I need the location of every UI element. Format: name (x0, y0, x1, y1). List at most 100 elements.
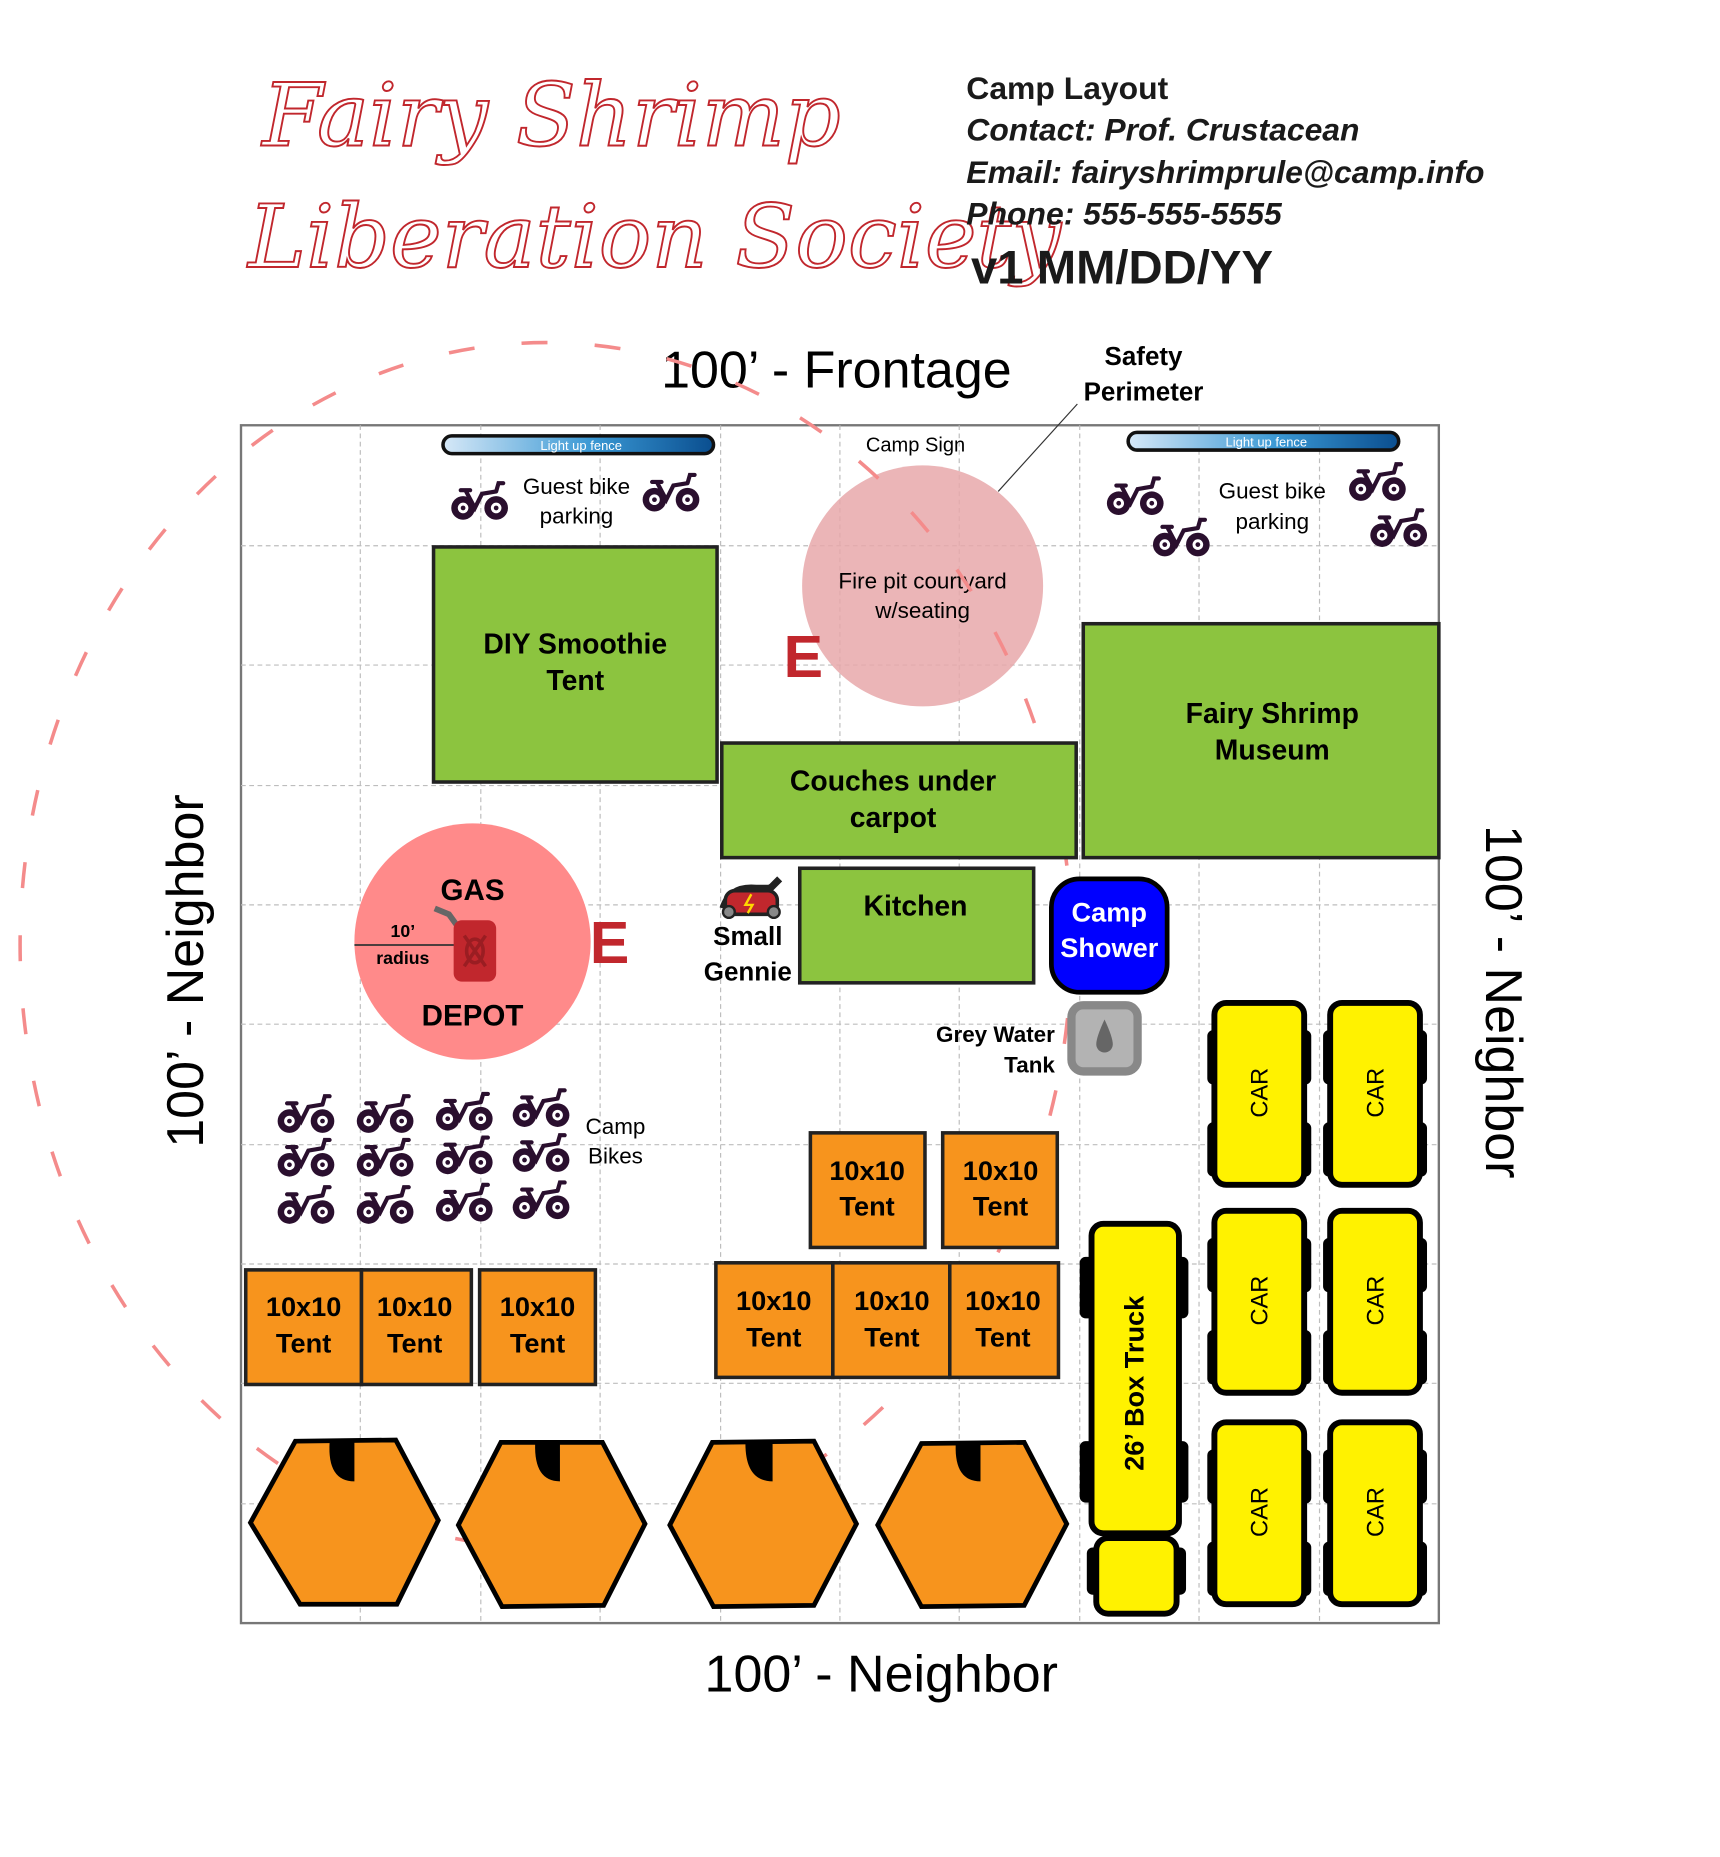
fire-pit-label-1: Fire pit courtyard (838, 568, 1006, 593)
light-up-fence-right[interactable]: Light up fence (1126, 430, 1401, 452)
shower-label-1: Camp (1072, 896, 1147, 927)
tent-label: Tent (276, 1328, 331, 1359)
logo: Fairy Shrimp Liberation Society (245, 63, 1063, 289)
camp-bikes[interactable]: Camp Bikes (278, 1090, 646, 1223)
car-label: CAR (1363, 1276, 1389, 1326)
guest-bike-label-2: parking (1235, 509, 1309, 534)
right-neighbor-label: 100’ - Neighbor (1474, 825, 1532, 1178)
frontage-label: 100’ - Frontage (661, 341, 1012, 399)
tent-label: Tent (510, 1328, 565, 1359)
guest-bike-label-1: Guest bike (523, 474, 630, 499)
tent-size: 10x10 (736, 1285, 812, 1316)
camp-bikes-label-1: Camp (586, 1114, 646, 1139)
fence-label: Light up fence (1226, 435, 1308, 450)
fire-pit-courtyard[interactable]: Fire pit courtyard w/seating (802, 465, 1044, 707)
radius-label-2: radius (376, 948, 429, 968)
gas-label: GAS (441, 874, 505, 907)
guest-bike-label-2: parking (540, 503, 614, 528)
grey-water-label-1: Grey Water (936, 1022, 1055, 1047)
safety-perimeter-leader (997, 403, 1078, 492)
car[interactable]: CAR (1323, 1419, 1428, 1608)
tent-label: Tent (864, 1322, 919, 1353)
car[interactable]: CAR (1207, 1207, 1312, 1396)
safety-perimeter-label-2: Perimeter (1084, 376, 1204, 406)
car-label: CAR (1248, 1487, 1274, 1537)
fire-pit-area (802, 465, 1044, 707)
small-generator[interactable]: Small Gennie (704, 876, 792, 987)
layout-title: Camp Layout (966, 70, 1168, 106)
hexayurt[interactable] (875, 1439, 1070, 1609)
door-icon (329, 1442, 355, 1482)
car-label: CAR (1363, 1487, 1389, 1537)
tent-10x10[interactable]: 10x10 Tent (808, 1131, 927, 1250)
generator-icon (719, 876, 783, 920)
tent-size: 10x10 (854, 1285, 930, 1316)
left-neighbor-label: 100’ - Neighbor (157, 794, 215, 1147)
box-truck[interactable]: 26’ Box Truck (1079, 1220, 1189, 1617)
guest-bike-parking-right[interactable]: Guest bike parking (1107, 464, 1427, 556)
tent-10x10[interactable]: 10x10 Tent (243, 1268, 364, 1387)
contact-name: Contact: Prof. Crustacean (966, 112, 1359, 148)
tent-10x10[interactable]: 10x10 Tent (940, 1131, 1060, 1250)
hexayurt[interactable] (247, 1437, 441, 1607)
couches-label-1: Couches under (790, 765, 996, 797)
hexayurt[interactable] (455, 1440, 648, 1609)
kitchen[interactable]: Kitchen (797, 866, 1036, 985)
tent-10x10-group: 10x10 Tent 10x10 Tent 10x10 Tent 10x10 T… (243, 1131, 1061, 1387)
door-icon (955, 1444, 981, 1482)
safety-perimeter-label-1: Safety (1105, 341, 1184, 371)
door-icon (745, 1443, 773, 1482)
tent-10x10[interactable]: 10x10 Tent (714, 1261, 835, 1380)
museum-label-2: Museum (1215, 735, 1330, 767)
camp-shower[interactable]: Camp Shower (1049, 876, 1170, 995)
couches-under-carport[interactable]: Couches under carpot (720, 741, 1078, 860)
tent-10x10[interactable]: 10x10 Tent (359, 1268, 474, 1387)
tent-size: 10x10 (829, 1155, 905, 1186)
hexayurt[interactable] (667, 1438, 860, 1609)
bottom-neighbor-label: 100’ - Neighbor (705, 1646, 1058, 1704)
car[interactable]: CAR (1323, 1207, 1428, 1396)
car[interactable]: CAR (1207, 1419, 1312, 1608)
tent-label: Tent (975, 1322, 1030, 1353)
door-icon (535, 1443, 560, 1482)
tent-size: 10x10 (266, 1291, 342, 1322)
gennie-label-2: Gennie (704, 956, 792, 986)
car-parking: CAR CAR CAR CAR CAR (1207, 999, 1428, 1608)
light-up-fence-left[interactable]: Light up fence (441, 434, 716, 456)
guest-bike-parking-left[interactable]: Guest bike parking (451, 474, 699, 529)
hexayurt-group (247, 1437, 1070, 1609)
camp-sign-label: Camp Sign (866, 434, 965, 456)
camp-bikes-label-2: Bikes (588, 1144, 643, 1169)
couches-label-2: carpot (850, 802, 937, 834)
tent-label: Tent (387, 1328, 442, 1359)
version-date: v1 MM/DD/YY (971, 242, 1273, 295)
car-label: CAR (1363, 1068, 1389, 1118)
exit-marker: E (784, 624, 823, 690)
gennie-label-1: Small (713, 921, 782, 951)
car[interactable]: CAR (1207, 999, 1312, 1188)
tent-label: Tent (973, 1191, 1028, 1222)
gas-can-icon (433, 905, 497, 982)
gas-depot[interactable]: GAS DEPOT 10’ radius (354, 823, 591, 1060)
car[interactable]: CAR (1323, 999, 1428, 1188)
diy-smoothie-tent[interactable]: DIY Smoothie Tent (431, 545, 719, 784)
contact-info: Camp Layout Contact: Prof. Crustacean Em… (966, 70, 1484, 294)
logo-line-2: Liberation Society (246, 186, 1063, 288)
exit-marker: E (590, 910, 629, 976)
tent-10x10[interactable]: 10x10 Tent (948, 1261, 1061, 1380)
radius-label-1: 10’ (391, 921, 416, 941)
grey-water-tank[interactable]: Grey Water Tank (936, 1001, 1142, 1078)
tent-label: Tent (746, 1322, 801, 1353)
fairy-shrimp-museum[interactable]: Fairy Shrimp Museum (1081, 621, 1441, 860)
tent-10x10[interactable]: 10x10 Tent (477, 1268, 598, 1387)
contact-phone: Phone: 555-555-5555 (966, 195, 1283, 231)
logo-line-1: Fairy Shrimp (260, 64, 840, 166)
tent-10x10[interactable]: 10x10 Tent (831, 1261, 952, 1380)
tent-size: 10x10 (965, 1285, 1041, 1316)
contact-email[interactable]: Email: fairyshrimprule@camp.info (966, 154, 1484, 190)
fire-pit-label-2: w/seating (874, 598, 970, 623)
smoothie-label-1: DIY Smoothie (483, 628, 667, 660)
guest-bike-label-1: Guest bike (1219, 479, 1326, 504)
depot-label: DEPOT (422, 999, 524, 1032)
